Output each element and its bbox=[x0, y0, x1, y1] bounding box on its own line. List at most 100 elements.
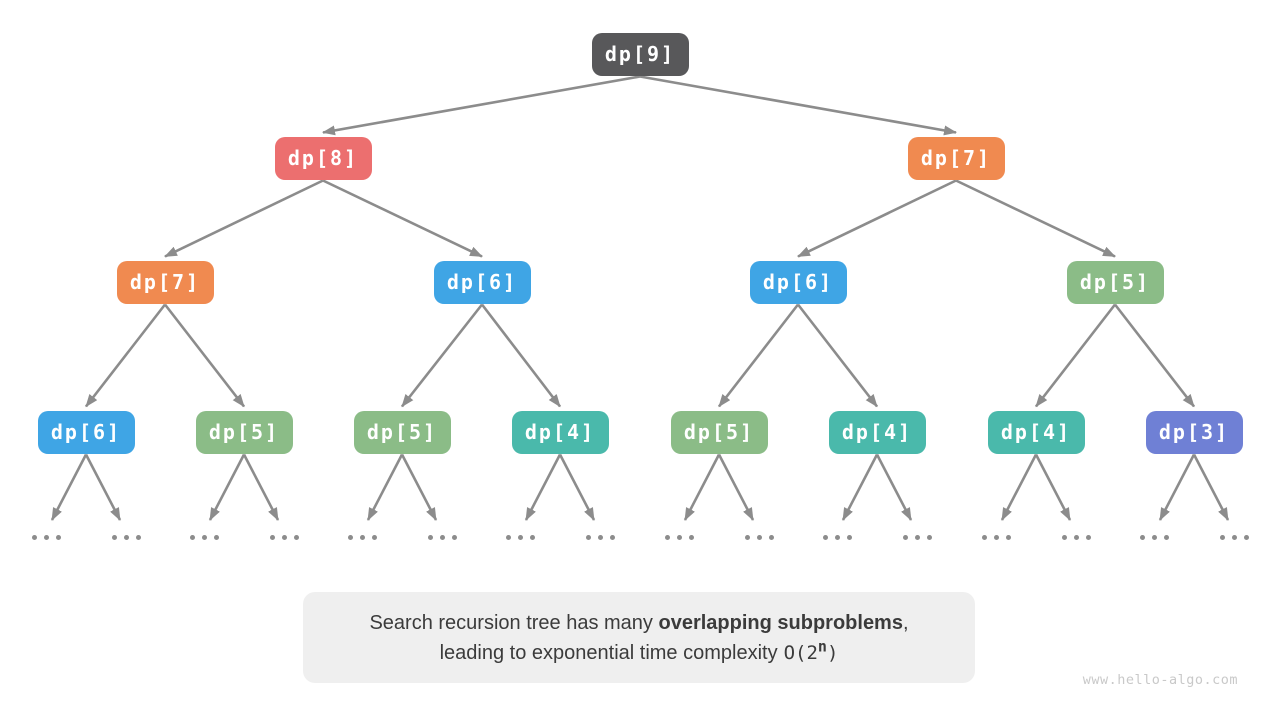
ellipsis-dot bbox=[1073, 534, 1079, 540]
tree-edge-arrow bbox=[480, 303, 562, 408]
ellipsis-dot bbox=[1163, 534, 1169, 540]
ellipsis-dot bbox=[111, 534, 117, 540]
ellipsis-dot bbox=[664, 534, 670, 540]
tree-edge-arrow bbox=[1034, 303, 1117, 408]
tree-node-n3: dp[7] bbox=[116, 260, 214, 304]
ellipsis-dot bbox=[43, 534, 49, 540]
ellipsis-dot bbox=[597, 534, 603, 540]
tree-node-n9: dp[5] bbox=[353, 410, 451, 454]
tree-edge-arrow bbox=[50, 453, 88, 521]
tree-node-n12: dp[4] bbox=[828, 410, 926, 454]
tree-edge-arrow bbox=[164, 179, 324, 258]
ellipsis bbox=[347, 534, 377, 540]
caption-line-1: Search recursion tree has many overlappi… bbox=[369, 608, 908, 638]
tree-edge-arrow bbox=[558, 453, 596, 521]
tree-node-n1: dp[8] bbox=[274, 136, 372, 180]
tree-edge-arrow bbox=[242, 453, 280, 521]
ellipsis bbox=[981, 534, 1011, 540]
ellipsis bbox=[505, 534, 535, 540]
ellipsis-dot bbox=[846, 534, 852, 540]
complexity-open: O(2 bbox=[783, 641, 818, 664]
ellipsis bbox=[1219, 534, 1249, 540]
ellipsis-dot bbox=[914, 534, 920, 540]
watermark: www.hello-algo.com bbox=[1082, 672, 1238, 688]
caption-text: Search recursion tree has many bbox=[369, 611, 659, 634]
ellipsis-dot bbox=[269, 534, 275, 540]
ellipsis-dot bbox=[135, 534, 141, 540]
ellipsis-dot bbox=[55, 534, 61, 540]
ellipsis-dot bbox=[834, 534, 840, 540]
ellipsis-dot bbox=[213, 534, 219, 540]
tree-node-n11: dp[5] bbox=[670, 410, 768, 454]
tree-edge-arrow bbox=[84, 453, 122, 521]
tree-edge-arrow bbox=[1158, 453, 1196, 521]
tree-edge-arrow bbox=[163, 303, 246, 408]
ellipsis-dot bbox=[981, 534, 987, 540]
ellipsis-dot bbox=[676, 534, 682, 540]
tree-node-n8: dp[5] bbox=[195, 410, 293, 454]
tree-node-n5: dp[6] bbox=[749, 260, 847, 304]
complexity-notation: O(2n) bbox=[783, 639, 839, 664]
ellipsis-dot bbox=[359, 534, 365, 540]
ellipsis-dot bbox=[201, 534, 207, 540]
tree-edge-arrow bbox=[1192, 453, 1230, 521]
tree-edge-arrow bbox=[524, 453, 562, 521]
ellipsis-dot bbox=[281, 534, 287, 540]
tree-node-n0: dp[9] bbox=[591, 32, 689, 76]
ellipsis-dot bbox=[768, 534, 774, 540]
ellipsis-dot bbox=[926, 534, 932, 540]
caption-bold-text: overlapping subproblems bbox=[658, 611, 903, 634]
tree-edge-arrow bbox=[1000, 453, 1038, 521]
tree-node-n6: dp[5] bbox=[1066, 260, 1164, 304]
tree-edge-arrow bbox=[84, 303, 167, 408]
ellipsis-dot bbox=[427, 534, 433, 540]
ellipsis-dot bbox=[756, 534, 762, 540]
ellipsis bbox=[1061, 534, 1091, 540]
tree-node-n7: dp[6] bbox=[37, 410, 135, 454]
ellipsis bbox=[189, 534, 219, 540]
ellipsis-dot bbox=[609, 534, 615, 540]
ellipsis-dot bbox=[347, 534, 353, 540]
ellipsis-dot bbox=[993, 534, 999, 540]
tree-edge-arrow bbox=[1113, 303, 1196, 408]
tree-edge-arrow bbox=[208, 453, 246, 521]
tree-edge-arrow bbox=[683, 453, 721, 521]
ellipsis-dot bbox=[1219, 534, 1225, 540]
tree-edge-arrow bbox=[841, 453, 879, 521]
ellipsis bbox=[31, 534, 61, 540]
tree-edge-arrow bbox=[322, 75, 641, 136]
ellipsis-dot bbox=[1061, 534, 1067, 540]
ellipsis bbox=[585, 534, 615, 540]
complexity-close: ) bbox=[826, 641, 839, 664]
tree-edge-arrow bbox=[796, 303, 879, 408]
ellipsis-dot bbox=[517, 534, 523, 540]
tree-edge-arrow bbox=[875, 453, 913, 521]
ellipsis-dot bbox=[505, 534, 511, 540]
ellipsis-dot bbox=[189, 534, 195, 540]
caption-text-tail: , bbox=[902, 611, 909, 634]
ellipsis-dot bbox=[439, 534, 445, 540]
ellipsis bbox=[1139, 534, 1169, 540]
tree-edge-arrow bbox=[639, 75, 957, 136]
ellipsis bbox=[111, 534, 141, 540]
ellipsis-dot bbox=[1231, 534, 1237, 540]
ellipsis bbox=[664, 534, 694, 540]
tree-edge-arrow bbox=[717, 303, 800, 408]
tree-node-n2: dp[7] bbox=[907, 136, 1005, 180]
ellipsis-dot bbox=[688, 534, 694, 540]
tree-node-n13: dp[4] bbox=[987, 410, 1085, 454]
tree-node-n10: dp[4] bbox=[511, 410, 609, 454]
ellipsis-dot bbox=[31, 534, 37, 540]
tree-node-n14: dp[3] bbox=[1145, 410, 1243, 454]
tree-edge-arrow bbox=[717, 453, 755, 521]
complexity-exponent: n bbox=[817, 637, 827, 656]
ellipsis-dot bbox=[822, 534, 828, 540]
ellipsis bbox=[902, 534, 932, 540]
tree-edge-arrow bbox=[1034, 453, 1072, 521]
ellipsis bbox=[269, 534, 299, 540]
tree-node-n4: dp[6] bbox=[433, 260, 531, 304]
tree-edge-arrow bbox=[797, 179, 957, 258]
ellipsis bbox=[744, 534, 774, 540]
